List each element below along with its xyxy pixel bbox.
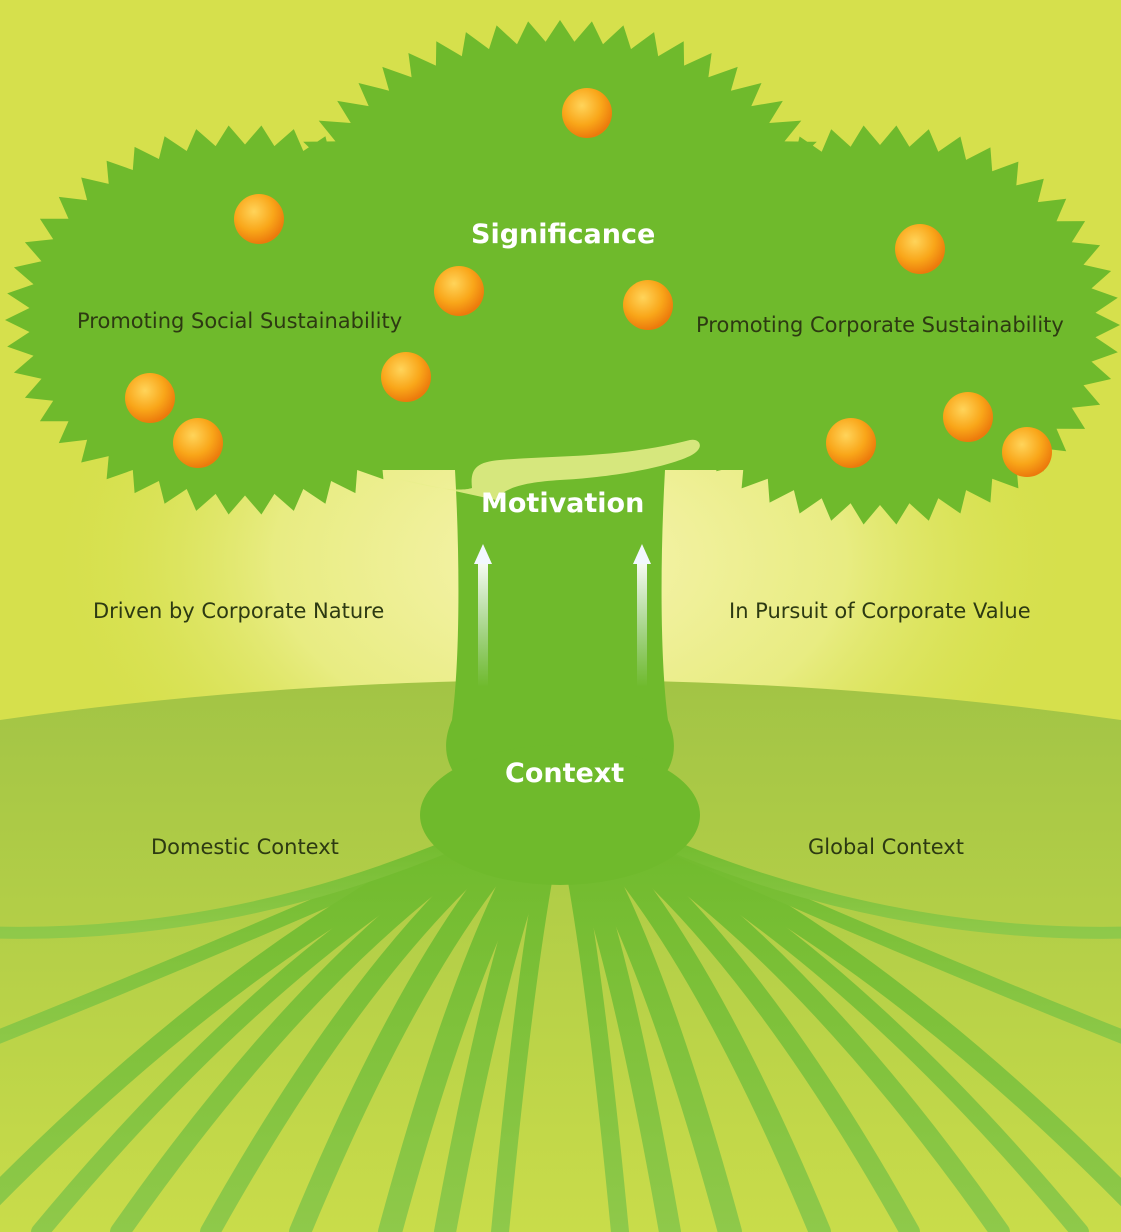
fruit-1 bbox=[562, 88, 612, 138]
fruit-2 bbox=[234, 194, 284, 244]
tree-canopy bbox=[5, 20, 1120, 525]
fruit-9 bbox=[826, 418, 876, 468]
label-corporate-nature: Driven by Corporate Nature bbox=[93, 599, 385, 623]
arrow-shaft-right bbox=[637, 562, 647, 687]
heading-significance: Significance bbox=[471, 219, 656, 250]
fruit-6 bbox=[381, 352, 431, 402]
trunk-base bbox=[420, 745, 700, 885]
label-domestic-context: Domestic Context bbox=[151, 835, 339, 859]
root-4 bbox=[110, 820, 518, 1232]
arrow-head-right bbox=[633, 544, 651, 564]
root-3 bbox=[31, 821, 507, 1232]
root-21 bbox=[0, 824, 492, 939]
root-2 bbox=[0, 820, 498, 1206]
heading-context: Context bbox=[505, 758, 625, 789]
fruit-5 bbox=[895, 224, 945, 274]
tree-trunk bbox=[446, 470, 674, 820]
heading-motivation: Motivation bbox=[481, 488, 645, 519]
fruit-3 bbox=[434, 266, 484, 316]
root-16 bbox=[602, 820, 1010, 1232]
growth-arrows bbox=[474, 544, 651, 687]
fruit-4 bbox=[623, 280, 673, 330]
branch-gap bbox=[395, 439, 700, 500]
fruit-7 bbox=[125, 373, 175, 423]
label-global-context: Global Context bbox=[808, 835, 964, 859]
label-social-sustainability: Promoting Social Sustainability bbox=[77, 309, 403, 333]
label-corporate-sustainability: Promoting Corporate Sustainability bbox=[696, 313, 1064, 337]
arrow-shaft-left bbox=[478, 562, 488, 687]
fruit-8 bbox=[173, 418, 223, 468]
arrow-head-left bbox=[474, 544, 492, 564]
fruits bbox=[125, 88, 1052, 477]
fruit-10 bbox=[943, 392, 993, 442]
fruit-11 bbox=[1002, 427, 1052, 477]
root-20 bbox=[628, 824, 1121, 939]
label-corporate-value: In Pursuit of Corporate Value bbox=[729, 599, 1031, 623]
